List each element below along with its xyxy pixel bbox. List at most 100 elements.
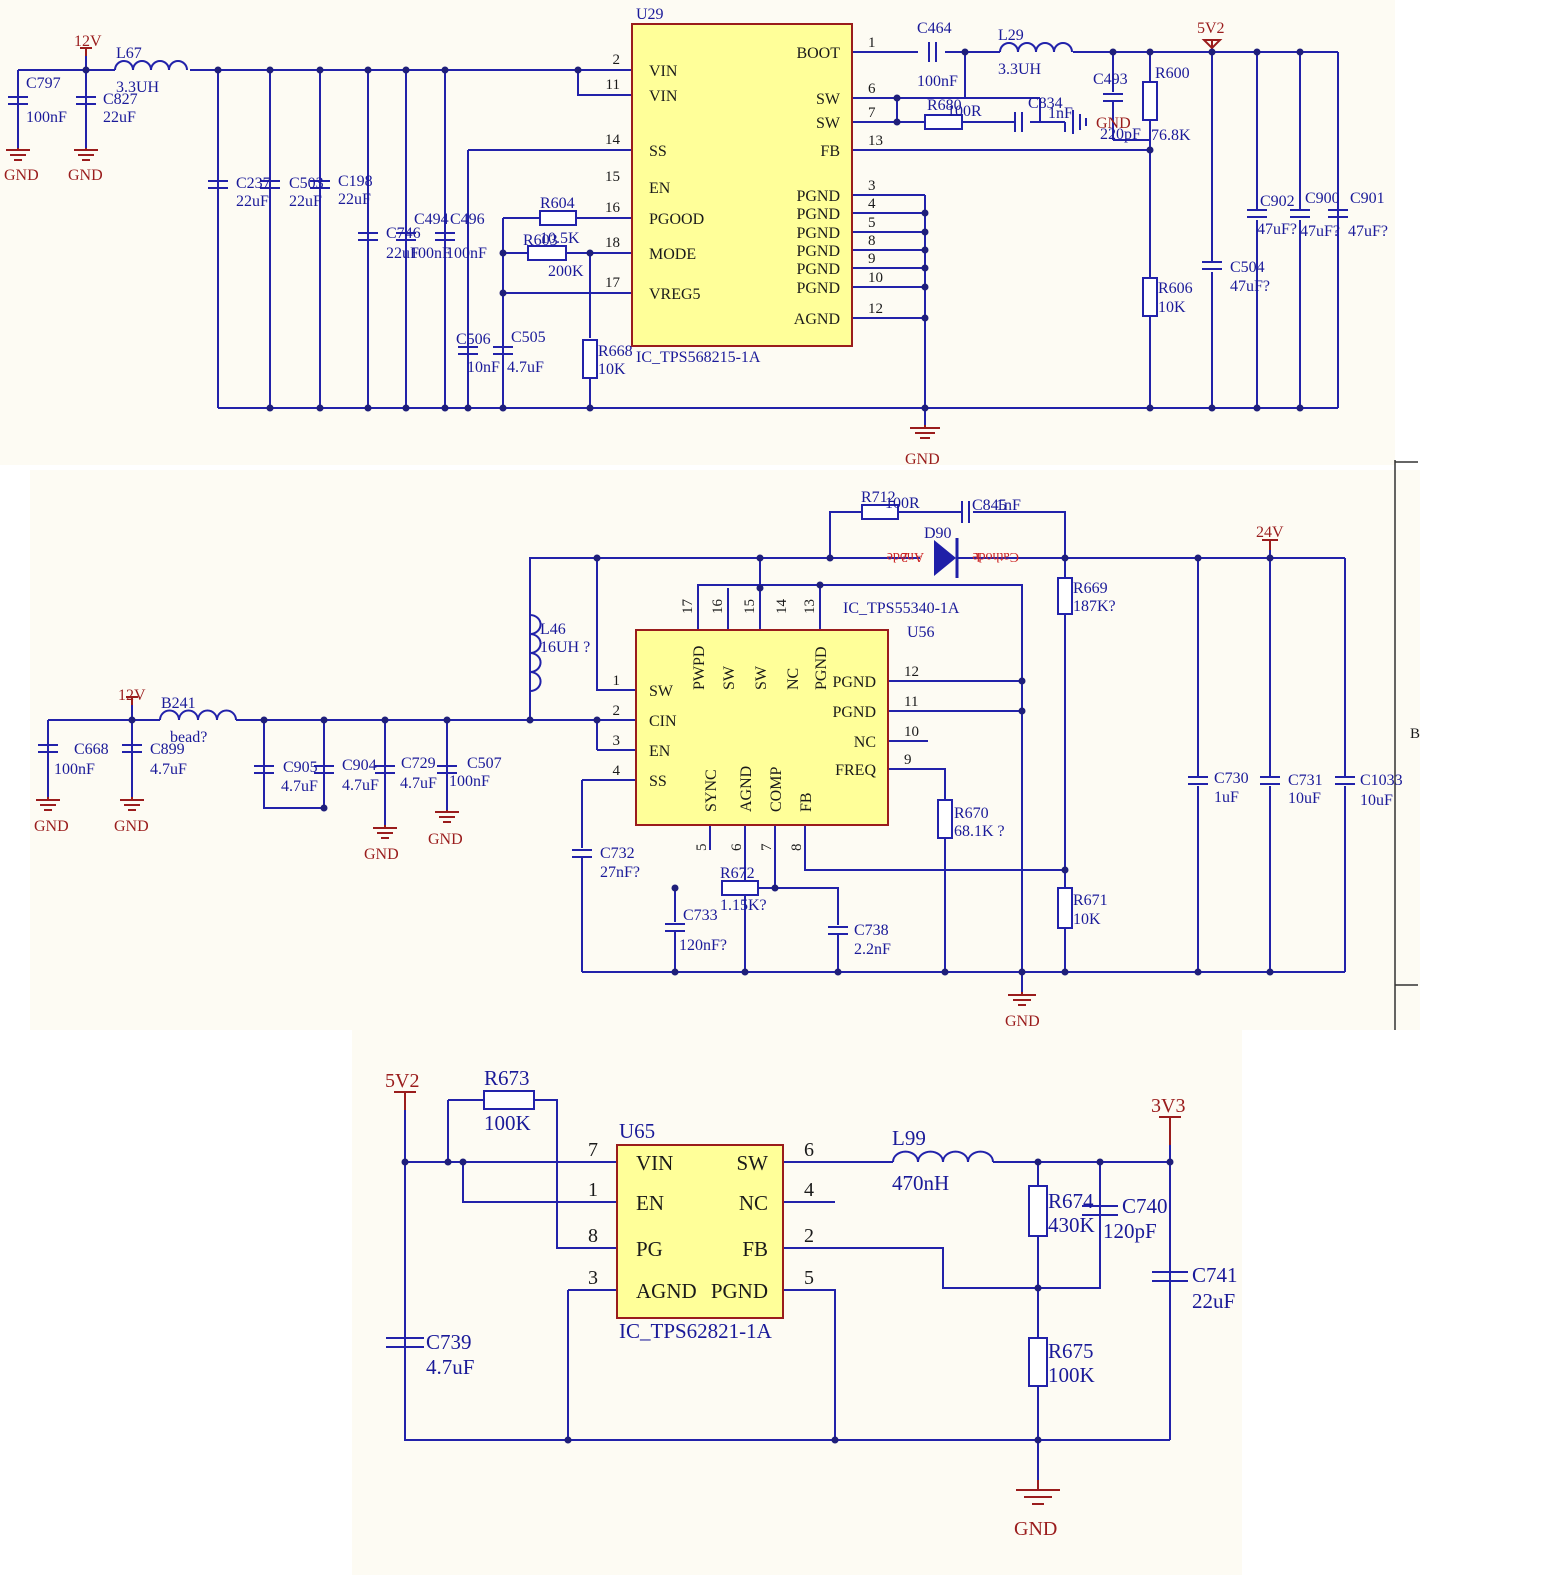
- u29-pin-name-9: PGND: [796, 261, 840, 278]
- u29-pin-num-1: 1: [868, 35, 876, 51]
- resistor-r668: [582, 339, 598, 379]
- u29-pin-name-18: MODE: [649, 246, 696, 263]
- resistor-r603: [527, 245, 567, 261]
- junction-dot-69: [444, 1158, 452, 1166]
- u29-pin-name-5: PGND: [796, 225, 840, 242]
- l29-value: 3.3UH: [998, 61, 1042, 78]
- junction-dot-33: [921, 209, 929, 217]
- u29-pin-name-11: VIN: [649, 88, 678, 105]
- u65-pin-name-7: VIN: [636, 1151, 673, 1175]
- r674-designator: R674: [1048, 1189, 1094, 1213]
- c494-value: 100nF: [410, 245, 451, 262]
- c900-designator: C900: [1305, 190, 1340, 207]
- junction-dot-36: [921, 264, 929, 272]
- c904-value: 4.7uF: [342, 777, 379, 794]
- u29-part-number: IC_TPS568215-1A: [636, 349, 761, 366]
- r672-designator: R672: [720, 865, 755, 882]
- c496-value: 100nF: [446, 245, 487, 262]
- junction-dot-7: [574, 66, 582, 74]
- u29-pin-name-16: PGOOD: [649, 211, 704, 228]
- c904-designator: C904: [342, 757, 377, 774]
- l46-designator: L46: [540, 621, 566, 638]
- u56-pin-num-15: 15: [742, 599, 758, 614]
- u29-pin-name-4: PGND: [796, 206, 840, 223]
- r600-designator: R600: [1155, 65, 1190, 82]
- resistor-r671: [1057, 887, 1073, 929]
- u56-pin-num-6: 6: [729, 843, 745, 851]
- gnd-symbol-c834: [1064, 110, 1087, 134]
- r673-value: 100K: [484, 1111, 531, 1135]
- junction-dot-19: [1253, 404, 1261, 412]
- c739-value: 4.7uF: [426, 1355, 474, 1379]
- c506-value: 10nF: [467, 359, 500, 376]
- u29-pin-name-2: VIN: [649, 63, 678, 80]
- u29-pin-num-16: 16: [605, 200, 621, 216]
- junction-dot-76: [831, 1436, 839, 1444]
- fb-divider-wires: [852, 52, 1151, 408]
- junction-dot-22: [586, 249, 594, 257]
- junction-dot-32: [1146, 146, 1154, 154]
- r604-value: 10.5K: [540, 230, 580, 247]
- u65-pin-num-6: 6: [804, 1139, 814, 1161]
- junction-dot-12: [441, 404, 449, 412]
- ss-net-wire: [467, 149, 632, 408]
- u65-part-number: IC_TPS62821-1A: [619, 1319, 773, 1343]
- c899-designator: C899: [150, 741, 185, 758]
- junction-dot-61: [771, 884, 779, 892]
- pgood-mode-wires: [502, 217, 632, 408]
- inductor-l99: [892, 1150, 994, 1163]
- r604-designator: R604: [540, 195, 575, 212]
- c464-value: 100nF: [917, 73, 958, 90]
- junction-dot-28: [1253, 48, 1261, 56]
- u56-pin-num-17: 17: [680, 599, 696, 615]
- junction-dot-48: [756, 554, 764, 562]
- d90-anode-pin: 2: [901, 549, 908, 564]
- power-port-5v2-u65: [394, 1091, 416, 1110]
- junction-dot-54: [816, 581, 824, 589]
- junction-dot-77: [1034, 1436, 1042, 1444]
- junction-dot-51: [1194, 554, 1202, 562]
- c668-designator: C668: [74, 741, 109, 758]
- r669-value: 187K?: [1073, 598, 1116, 615]
- junction-dot-30: [893, 94, 901, 102]
- d90-anode-label: Anode: [887, 549, 924, 564]
- junction-dot-27: [1208, 48, 1216, 56]
- c729-designator: C729: [401, 755, 436, 772]
- junction-dot-65: [941, 968, 949, 976]
- gnd-label-10: GND: [1014, 1518, 1057, 1540]
- junction-dot-0: [82, 66, 90, 74]
- r671-designator: R671: [1073, 892, 1108, 909]
- u29-pin-name-12: AGND: [794, 311, 840, 328]
- u56-output-rail: [530, 557, 1345, 972]
- junction-dot-18: [1208, 404, 1216, 412]
- u56-pin-num-5: 5: [694, 844, 710, 852]
- junction-dot-60: [671, 884, 679, 892]
- c1033-designator: C1033: [1360, 772, 1403, 789]
- u65-pin-name-8: PG: [636, 1237, 663, 1261]
- r603-value: 200K: [548, 263, 584, 280]
- power-port-3v3: [1159, 1116, 1181, 1145]
- u29-pin-num-7: 7: [868, 105, 876, 121]
- junction-dot-24: [961, 48, 969, 56]
- c732-designator: C732: [600, 845, 635, 862]
- c827-value: 22uF: [103, 109, 136, 126]
- gnd-label-4: GND: [1096, 115, 1131, 132]
- c902-value: 47uF?: [1257, 221, 1297, 238]
- c733-designator: C733: [683, 907, 718, 924]
- r675-designator: R675: [1048, 1339, 1094, 1363]
- c902-designator: C902: [1260, 193, 1295, 210]
- c740-value: 120pF: [1103, 1219, 1157, 1243]
- l67-value: 3.3UH: [116, 79, 160, 96]
- gnd-label-3: GND: [905, 451, 940, 468]
- junction-dot-64: [671, 968, 679, 976]
- u56-pin-name-2: CIN: [649, 713, 677, 730]
- l99-designator: L99: [892, 1126, 926, 1150]
- u29-pin-num-2: 2: [613, 52, 621, 68]
- u29-pin-num-13: 13: [868, 133, 883, 149]
- u65-pin-name-2: FB: [742, 1237, 768, 1261]
- r680-value: 100R: [947, 103, 982, 120]
- junction-dot-1: [214, 66, 222, 74]
- junction-dot-15: [586, 404, 594, 412]
- c901-value: 47uF?: [1348, 223, 1388, 240]
